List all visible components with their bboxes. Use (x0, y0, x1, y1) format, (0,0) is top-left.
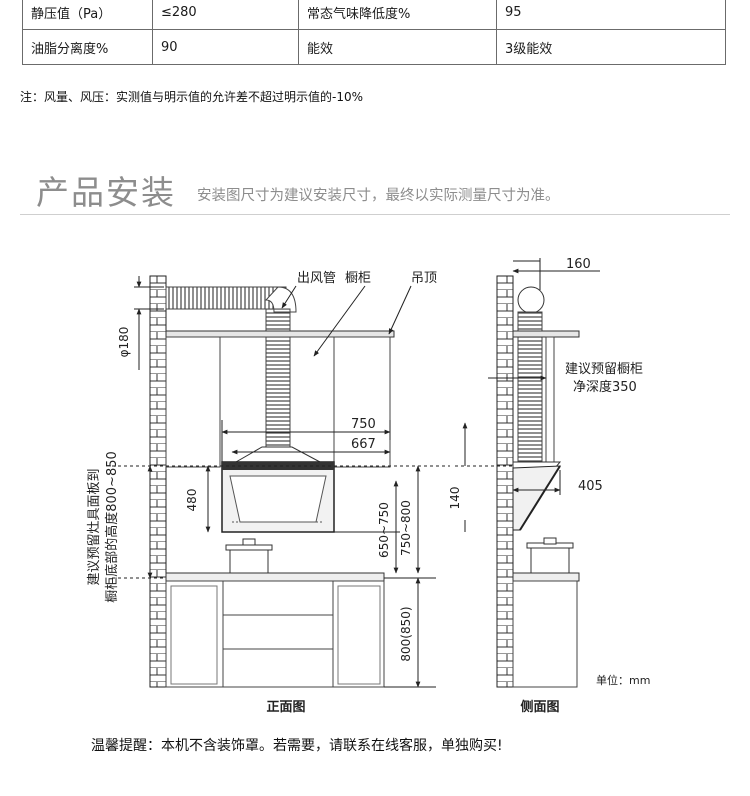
side-dim-160: 160 (566, 257, 591, 272)
side-depth-line2: 净深度350 (573, 379, 637, 395)
hood-panel (222, 462, 334, 470)
label-cabinet: 橱柜 (345, 271, 371, 286)
side-depth-line1: 建议预留橱柜 (565, 362, 643, 377)
upper-cabinet-right (333, 336, 391, 468)
side-view-caption: 侧面图 (520, 699, 559, 715)
ceiling (165, 330, 395, 338)
dim-800-850: 800(850) (399, 606, 413, 661)
spec-label: 油脂分离度% (22, 29, 153, 65)
dim-667: 667 (351, 437, 376, 452)
section-title: 产品安装 (36, 173, 176, 212)
dim-750-800: 750~800 (399, 500, 413, 556)
pot (229, 548, 269, 574)
label-duct: 出风管 (297, 271, 336, 286)
side-dim-405: 405 (578, 479, 603, 494)
side-duct-circle (517, 286, 545, 314)
section-subtitle: 安装图尺寸为建议安装尺寸，最终以实际测量尺寸为准。 (197, 188, 560, 204)
section-divider (20, 214, 730, 215)
front-view-caption: 正面图 (266, 700, 305, 715)
reserve-note-line1: 建议预留灶具面板到 (87, 468, 102, 585)
spec-table: 静压值（Pa） ≤280 常态气味降低度% 95 油脂分离度% 90 能效 3级… (22, 0, 726, 65)
side-pot (530, 546, 570, 574)
spec-label: 常态气味降低度% (298, 0, 497, 30)
side-view: 160 建议预留橱柜 净深度350 140 405 单位：mm 侧面图 (448, 257, 650, 715)
dim-650-750: 650~750 (377, 502, 391, 558)
dim-480: 480 (185, 489, 199, 512)
warm-tip: 温馨提醒：本机不含装饰罩。若需要，请联系在线客服，单独购买! (91, 738, 503, 754)
hood-filter (229, 475, 327, 523)
spec-value: 3级能效 (496, 29, 726, 65)
hood-canopy (234, 446, 321, 463)
dim-phi180: φ180 (117, 327, 131, 358)
table-row: 油脂分离度% 90 能效 3级能效 (22, 29, 726, 65)
side-upper-cabinet (545, 336, 555, 466)
side-brick-wall (496, 275, 514, 688)
spec-label: 能效 (298, 29, 497, 65)
brick-wall (149, 275, 167, 688)
tolerance-note: 注：风量、风压：实测值与明示值的允许差不超过明示值的-10% (20, 90, 364, 104)
countertop (165, 572, 385, 582)
duct-vertical (265, 308, 291, 448)
side-dim-140: 140 (448, 487, 462, 510)
front-view: φ180 出风管 橱柜 吊顶 750 667 480 650~750 750~8… (87, 271, 450, 715)
spec-label: 静压值（Pa） (22, 0, 153, 30)
side-base-cabinet (512, 580, 578, 688)
upper-cabinet-left (165, 336, 221, 468)
spec-value: 90 (152, 29, 299, 65)
dim-750: 750 (351, 417, 376, 432)
unit-label: 单位：mm (596, 673, 650, 687)
label-ceiling: 吊顶 (411, 271, 437, 286)
reserve-note-line2: 橱柜底部的高度800~850 (104, 451, 120, 603)
